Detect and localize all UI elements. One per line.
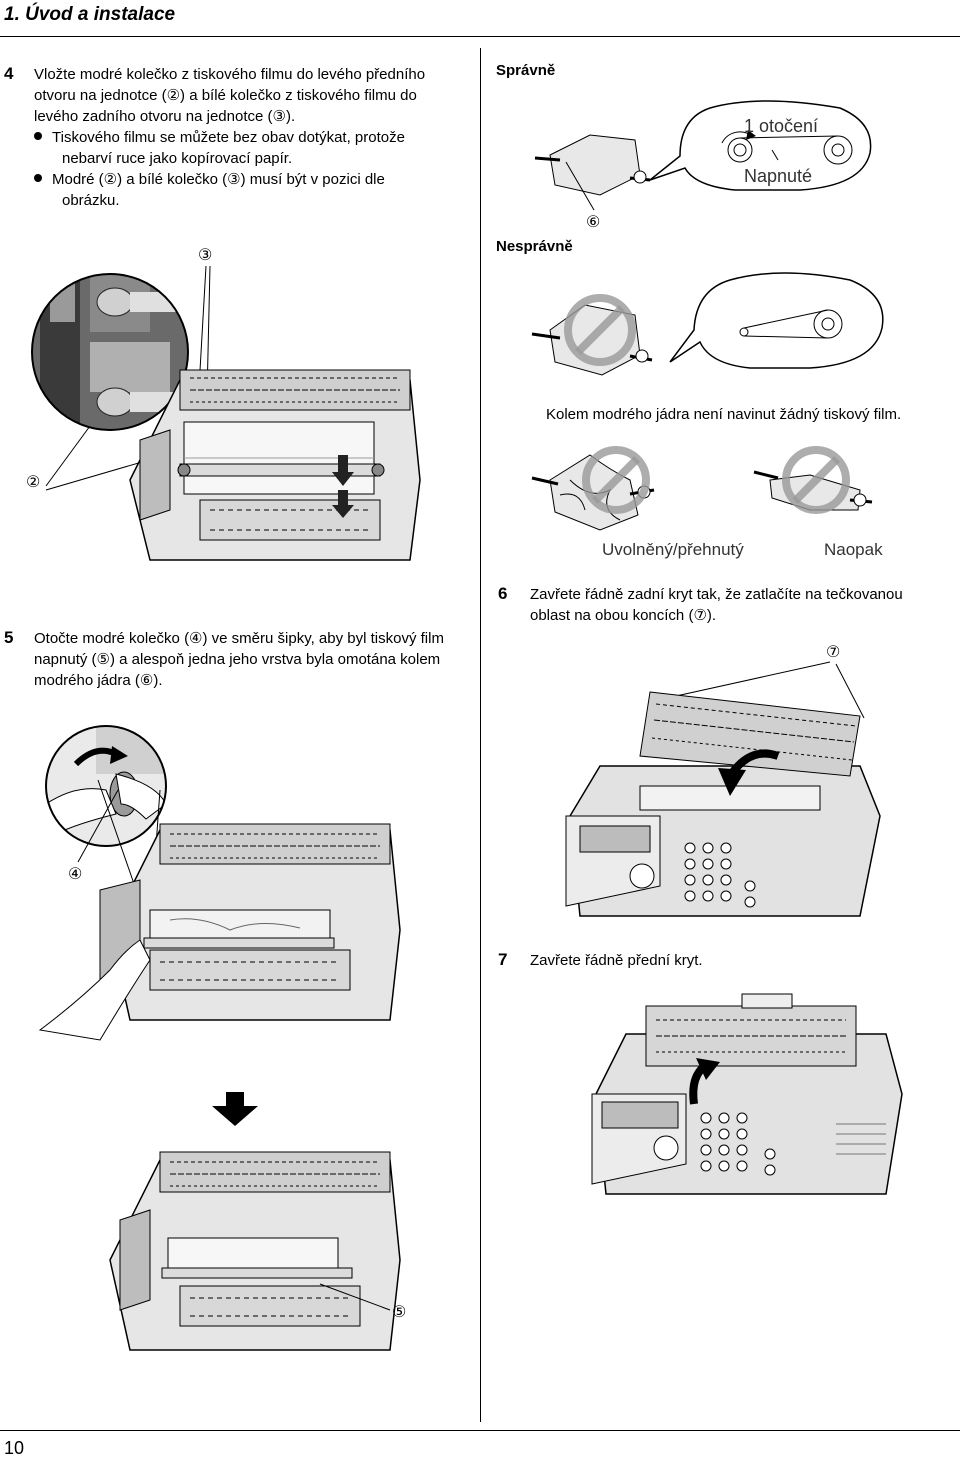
callout-4: ④ (68, 866, 83, 883)
header-divider (0, 36, 960, 37)
step-6-line: Zavřete řádně zadní kryt tak, že zatlačí… (530, 586, 903, 603)
page-number: 10 (4, 1438, 25, 1458)
fax-open-film-illustration (129, 369, 421, 561)
magnified-detail-illustration (31, 273, 189, 431)
correct-roll-illustration (534, 134, 651, 196)
step-4-line: levého zadního otvoru na jednotce (③). (34, 108, 296, 125)
no-film-caption: Kolem modrého jádra není navinut žádný t… (546, 406, 902, 423)
callout-2: ② (26, 474, 41, 491)
bullet-continuation: nebarví ruce jako kopírovací papír. (62, 150, 293, 167)
loose-label: Uvolněný/přehnutý (602, 540, 744, 559)
down-arrow-icon (212, 1092, 258, 1126)
reversed-roll-illustration (753, 446, 873, 514)
step-4-number: 4 (4, 64, 14, 83)
callout-6: ⑥ (586, 214, 601, 231)
page-title: 1. Úvod a instalace (4, 4, 176, 25)
callout-5: ⑤ (392, 1304, 407, 1321)
reverse-label: Naopak (824, 540, 883, 559)
step-4-line: Vložte modré kolečko z tiskového filmu d… (34, 66, 426, 83)
column-divider (480, 48, 481, 1422)
hand-turning-wheel-illustration (45, 725, 167, 847)
bullet-icon (34, 174, 42, 182)
step-5-line: Otočte modré kolečko (④) ve směru šipky,… (34, 630, 444, 647)
callout-3: ③ (198, 247, 213, 264)
bullet-item: Tiskového filmu se můžete bez obav dotýk… (34, 127, 474, 148)
step-6-text: Zavřete řádně zadní kryt tak, že zatlačí… (530, 584, 955, 626)
step-4-line: otvoru na jednotce (②) a bílé kolečko z … (34, 87, 417, 104)
correct-bubble-illustration (649, 100, 872, 191)
callout-7: ⑦ (826, 644, 841, 661)
incorrect-roll-illustration (531, 294, 653, 376)
incorrect-bubble-illustration (669, 272, 884, 369)
loose-film-illustration (531, 446, 655, 531)
step-6-line: oblast na obou koncích (⑦). (530, 607, 717, 624)
correct-label: Správně (496, 62, 556, 79)
bullet-item: Modré (②) a bílé kolečko (③) musí být v … (34, 169, 474, 190)
footer-divider (0, 1430, 960, 1431)
fax-turning-wheel-illustration (38, 823, 401, 1041)
step-5-line: napnutý (⑤) a alespoň jedna jeho vrstva … (34, 651, 441, 668)
fax-film-taut-illustration (109, 1151, 401, 1351)
step-7-text: Zavřete řádně přední kryt. (530, 952, 703, 969)
taut-label: Napnuté (744, 166, 813, 186)
one-turn-label: 1 otočení (744, 116, 819, 136)
step-4-text: Vložte modré kolečko z tiskového filmu d… (34, 64, 474, 211)
bullet-continuation: obrázku. (62, 192, 120, 209)
step-5-text: Otočte modré kolečko (④) ve směru šipky,… (34, 628, 474, 691)
fax-closing-back-cover-illustration (565, 691, 881, 917)
bullet-icon (34, 132, 42, 140)
step-5-number: 5 (4, 628, 14, 647)
step-5-line: modrého jádra (⑥). (34, 672, 163, 689)
step-7-number: 7 (498, 950, 508, 969)
fax-closing-front-cover-illustration (591, 993, 903, 1195)
step-6-number: 6 (498, 584, 508, 603)
incorrect-label: Nesprávně (496, 238, 573, 255)
